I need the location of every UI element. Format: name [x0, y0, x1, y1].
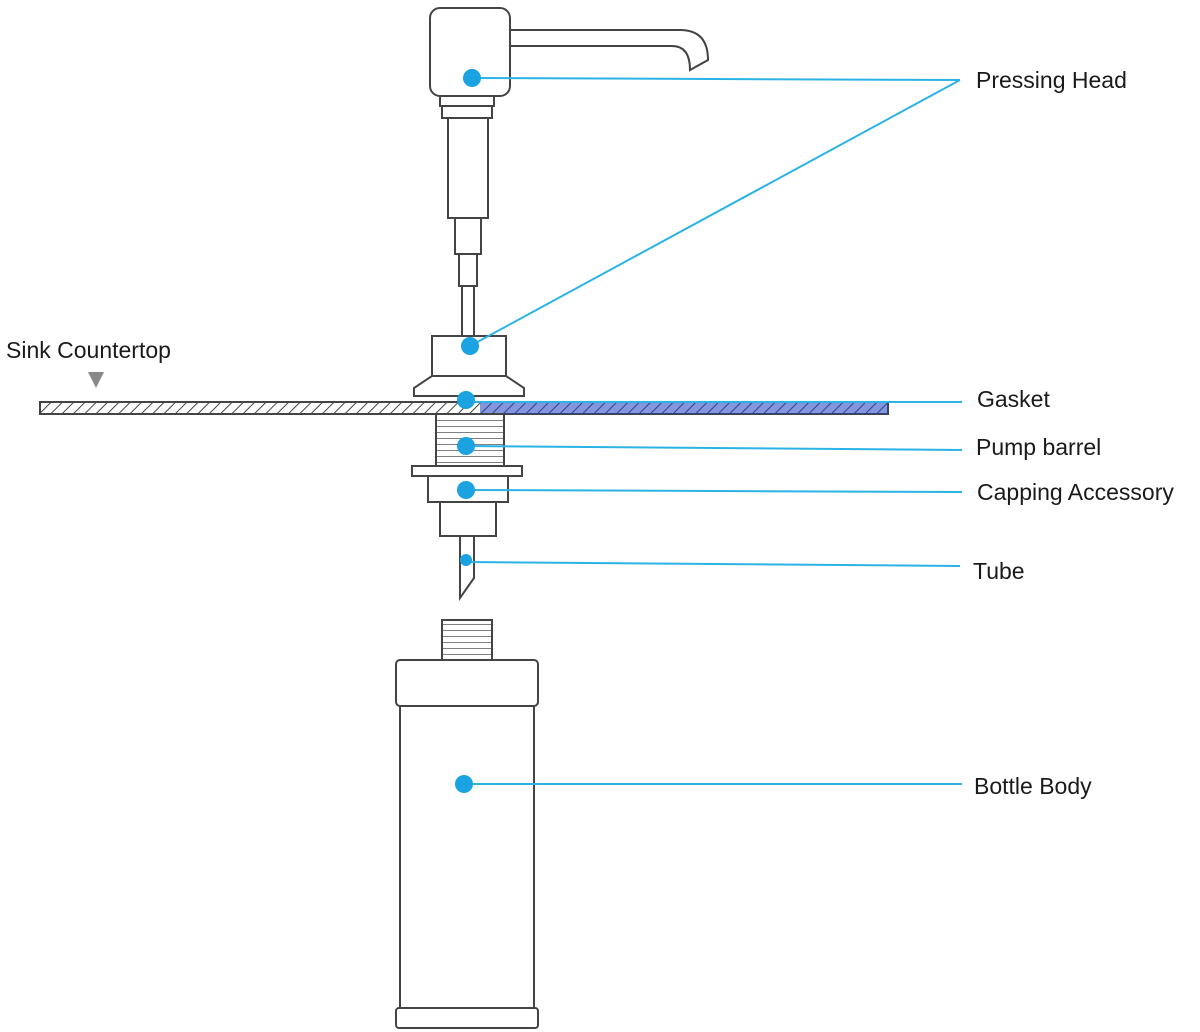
label-gasket: Gasket [977, 386, 1050, 412]
label-sink-countertop: Sink Countertop [6, 337, 171, 363]
leader-pressing-head-lower [469, 79, 961, 347]
marker-dots [455, 69, 481, 793]
dot-gasket [457, 391, 475, 409]
countertop-marker-icon [88, 372, 104, 388]
dot-pressing-head-upper [463, 69, 481, 87]
label-capping-accessory: Capping Accessory [977, 479, 1174, 505]
capping-accessory-part [427, 475, 509, 537]
pressing-head-part [429, 7, 710, 119]
dot-pump-barrel [457, 437, 475, 455]
tube-part [459, 536, 475, 602]
dot-tube [460, 554, 472, 566]
leader-lines [464, 77, 963, 785]
leader-capping-accessory [465, 489, 963, 493]
label-tube: Tube [973, 558, 1025, 584]
dot-capping-accessory [457, 481, 475, 499]
label-bottle-body: Bottle Body [974, 773, 1092, 799]
pump-stem-part [447, 117, 489, 336]
label-pump-barrel: Pump barrel [976, 434, 1102, 460]
leader-pump-barrel [465, 445, 963, 451]
dot-pressing-head-lower [461, 337, 479, 355]
bottle-body-part [395, 619, 539, 1029]
pump-barrel-part [411, 413, 523, 477]
dot-bottle-body [455, 775, 473, 793]
leader-pressing-head-upper [471, 77, 961, 81]
label-pressing-head: Pressing Head [976, 67, 1127, 93]
leader-tube [465, 561, 961, 567]
